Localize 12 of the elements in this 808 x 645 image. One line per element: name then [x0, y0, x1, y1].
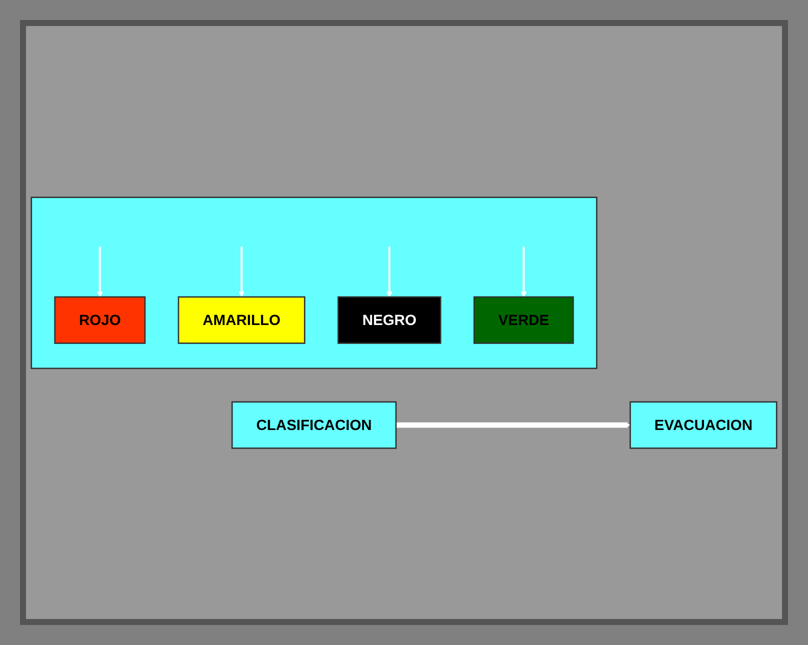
arrow — [96, 246, 103, 297]
arrow — [520, 246, 527, 297]
cluster — [30, 196, 598, 369]
node-box: CLASIFICACION — [231, 400, 397, 449]
arrow — [238, 246, 245, 297]
node-box: AMARILLO — [178, 296, 306, 344]
node-box: VERDE — [473, 296, 574, 344]
arrow — [396, 422, 630, 428]
node-box: NEGRO — [338, 296, 442, 344]
node-box: EVACUACION — [630, 400, 778, 449]
node-box: ROJO — [54, 296, 146, 344]
arrow — [386, 246, 392, 297]
